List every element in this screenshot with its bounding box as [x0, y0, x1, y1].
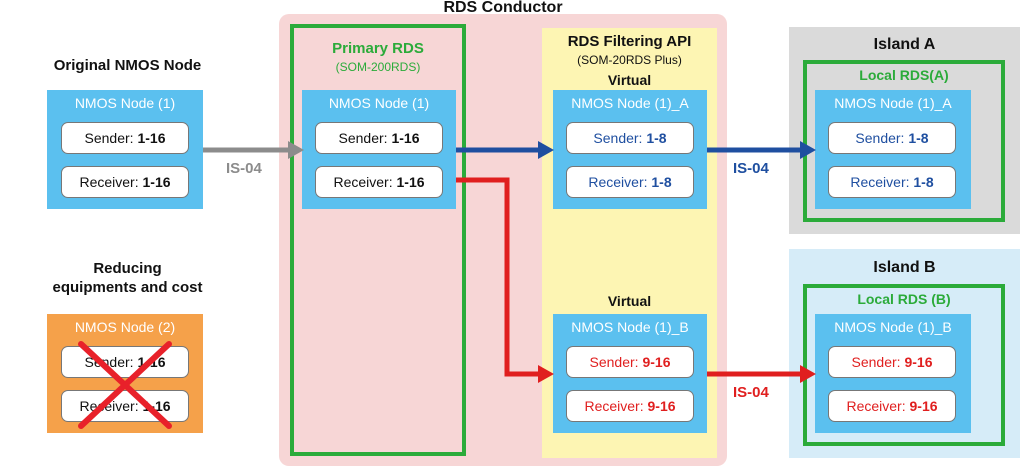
island-a-nmos-node: NMOS Node (1)_A Sender: 1-8 Receiver: 1-…	[815, 90, 971, 209]
node-title: NMOS Node (1)_B	[834, 319, 952, 335]
node-title: NMOS Node (1)	[328, 95, 430, 111]
receiver-pill: Receiver: 1-16	[61, 166, 189, 198]
blue-is04-arrow-to-island-a	[707, 141, 816, 159]
sender-pill: Sender: 1-8	[566, 122, 694, 154]
blue-is04-label: IS-04	[733, 160, 769, 177]
removed-nmos-node: NMOS Node (2) Sender: 1-16 Receiver: 1-1…	[47, 314, 203, 433]
gray-is04-label: IS-04	[226, 160, 262, 177]
sender-pill: Sender: 1-16	[61, 122, 189, 154]
node-title: NMOS Node (1)_B	[571, 319, 689, 335]
local-rds-a-title: Local RDS(A)	[859, 67, 949, 83]
red-arrow-primary-to-virtual-b	[456, 177, 554, 383]
reducing-heading: Reducing equipments and cost	[52, 260, 203, 296]
virtual-a-label: Virtual	[607, 72, 652, 88]
primary-rds-frame	[290, 24, 466, 456]
sender-pill: Sender: 1-16	[315, 122, 443, 154]
original-nmos-node: NMOS Node (1) Sender: 1-16 Receiver: 1-1…	[47, 90, 203, 209]
red-is04-arrow-to-island-b	[707, 365, 816, 383]
node-title: NMOS Node (1)	[74, 95, 176, 111]
primary-nmos-node: NMOS Node (1) Sender: 1-16 Receiver: 1-1…	[302, 90, 456, 209]
virtual-b-label: Virtual	[607, 293, 652, 309]
sender-pill: Sender: 9-16	[566, 346, 694, 378]
red-is04-label: IS-04	[733, 384, 769, 401]
receiver-pill: Receiver: 9-16	[566, 390, 694, 422]
virtual-nmos-node-a: NMOS Node (1)_A Sender: 1-8 Receiver: 1-…	[553, 90, 707, 209]
node-title: NMOS Node (1)_A	[834, 95, 952, 111]
receiver-pill: Receiver: 1-16	[315, 166, 443, 198]
island-a-title: Island A	[873, 36, 936, 53]
blue-arrow-primary-to-virtual-a	[456, 141, 554, 159]
local-rds-a-frame	[803, 60, 1005, 222]
virtual-nmos-node-b: NMOS Node (1)_B Sender: 9-16 Receiver: 9…	[553, 314, 707, 433]
local-rds-b-frame	[803, 284, 1005, 446]
receiver-pill: Receiver: 9-16	[828, 390, 956, 422]
rds-conductor-title: RDS Conductor	[443, 0, 563, 16]
node-title: NMOS Node (2)	[74, 319, 176, 335]
island-b-nmos-node: NMOS Node (1)_B Sender: 9-16 Receiver: 9…	[815, 314, 971, 433]
local-rds-b-title: Local RDS (B)	[857, 291, 951, 307]
receiver-pill: Receiver: 1-8	[828, 166, 956, 198]
sender-pill: Sender: 1-8	[828, 122, 956, 154]
sender-pill: Sender: 9-16	[828, 346, 956, 378]
node-title: NMOS Node (1)_A	[571, 95, 689, 111]
filtering-api-subtitle: (SOM-20RDS Plus)	[577, 53, 682, 67]
filtering-api-title: RDS Filtering API	[567, 33, 692, 50]
island-b-title: Island B	[873, 259, 936, 276]
gray-is04-arrow	[203, 141, 304, 159]
cross-out-icon	[78, 341, 172, 429]
primary-rds-title: Primary RDS	[332, 40, 424, 57]
primary-rds-subtitle: (SOM-200RDS)	[335, 60, 421, 74]
receiver-pill: Receiver: 1-8	[566, 166, 694, 198]
original-node-heading: Original NMOS Node	[53, 57, 202, 74]
